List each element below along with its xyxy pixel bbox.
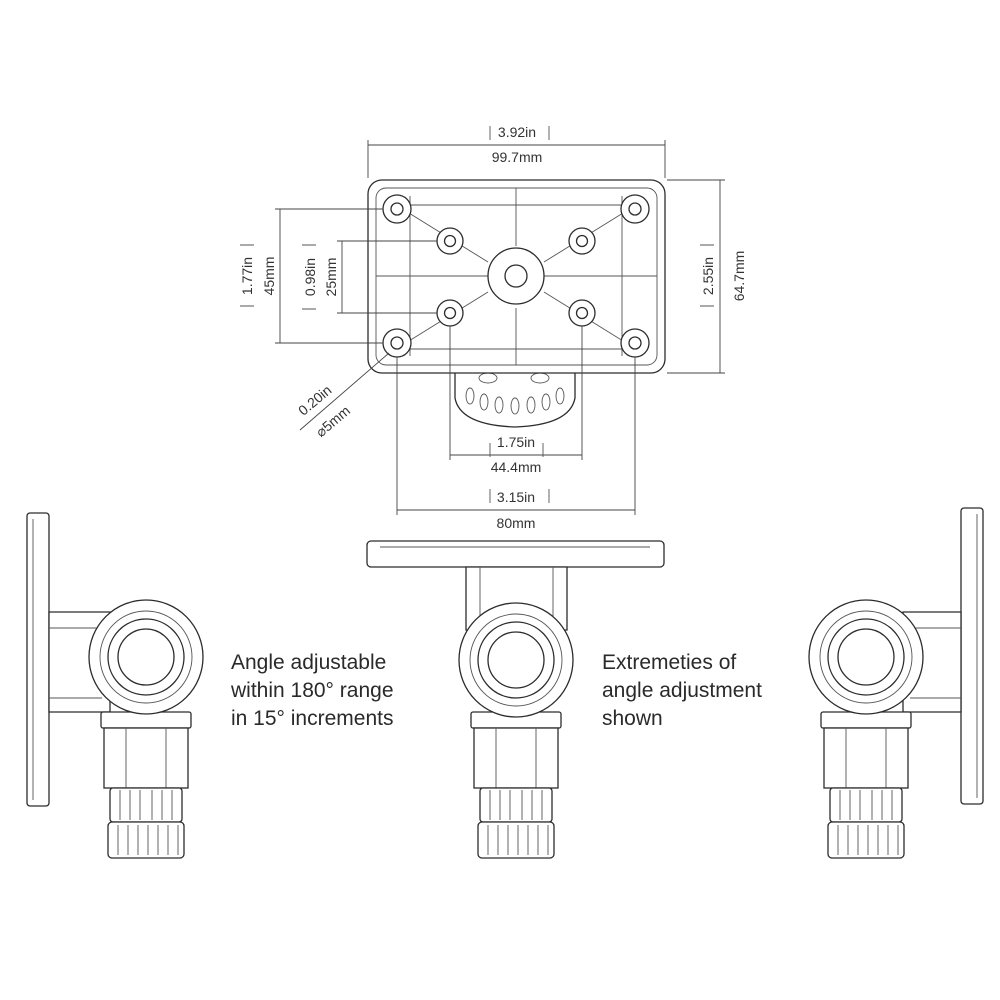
caption-left: Angle adjustable within 180° range in 15… — [230, 651, 394, 730]
dim-height-in: 2.55in — [700, 257, 716, 295]
caption-right-line-3: shown — [602, 707, 663, 730]
side-view-left — [26, 512, 204, 859]
dim-inner-span-in: 1.75in — [497, 434, 535, 450]
dimension-lines — [275, 140, 725, 515]
dim-inner-span-mm: 44.4mm — [491, 459, 542, 475]
dim-outer-hole-mm: 45mm — [261, 257, 277, 296]
caption-right: Extremeties of angle adjustment shown — [602, 651, 762, 730]
inch-brackets — [240, 126, 714, 503]
caption-left-line-1: Angle adjustable — [231, 651, 386, 674]
caption-left-line-3: in 15° increments — [231, 707, 393, 730]
caption-right-line-2: angle adjustment — [602, 679, 762, 702]
dim-inner-hole-in: 0.98in — [302, 258, 318, 296]
dim-outer-hole-in: 1.77in — [239, 257, 255, 295]
side-view-right — [808, 507, 984, 859]
caption-right-line-1: Extremeties of — [602, 651, 736, 674]
caption-left-line-2: within 180° range — [230, 679, 394, 702]
dim-hole-dia-mm: ⌀5mm — [312, 402, 353, 440]
dim-width-in: 3.92in — [498, 124, 536, 140]
top-view-plate — [367, 179, 666, 428]
dim-inner-hole-mm: 25mm — [323, 258, 339, 297]
side-view-center — [366, 540, 665, 859]
dim-outer-span-in: 3.15in — [497, 489, 535, 505]
dim-height-mm: 64.7mm — [731, 251, 747, 302]
dim-outer-span-mm: 80mm — [497, 515, 536, 531]
dim-width-mm: 99.7mm — [492, 149, 543, 165]
